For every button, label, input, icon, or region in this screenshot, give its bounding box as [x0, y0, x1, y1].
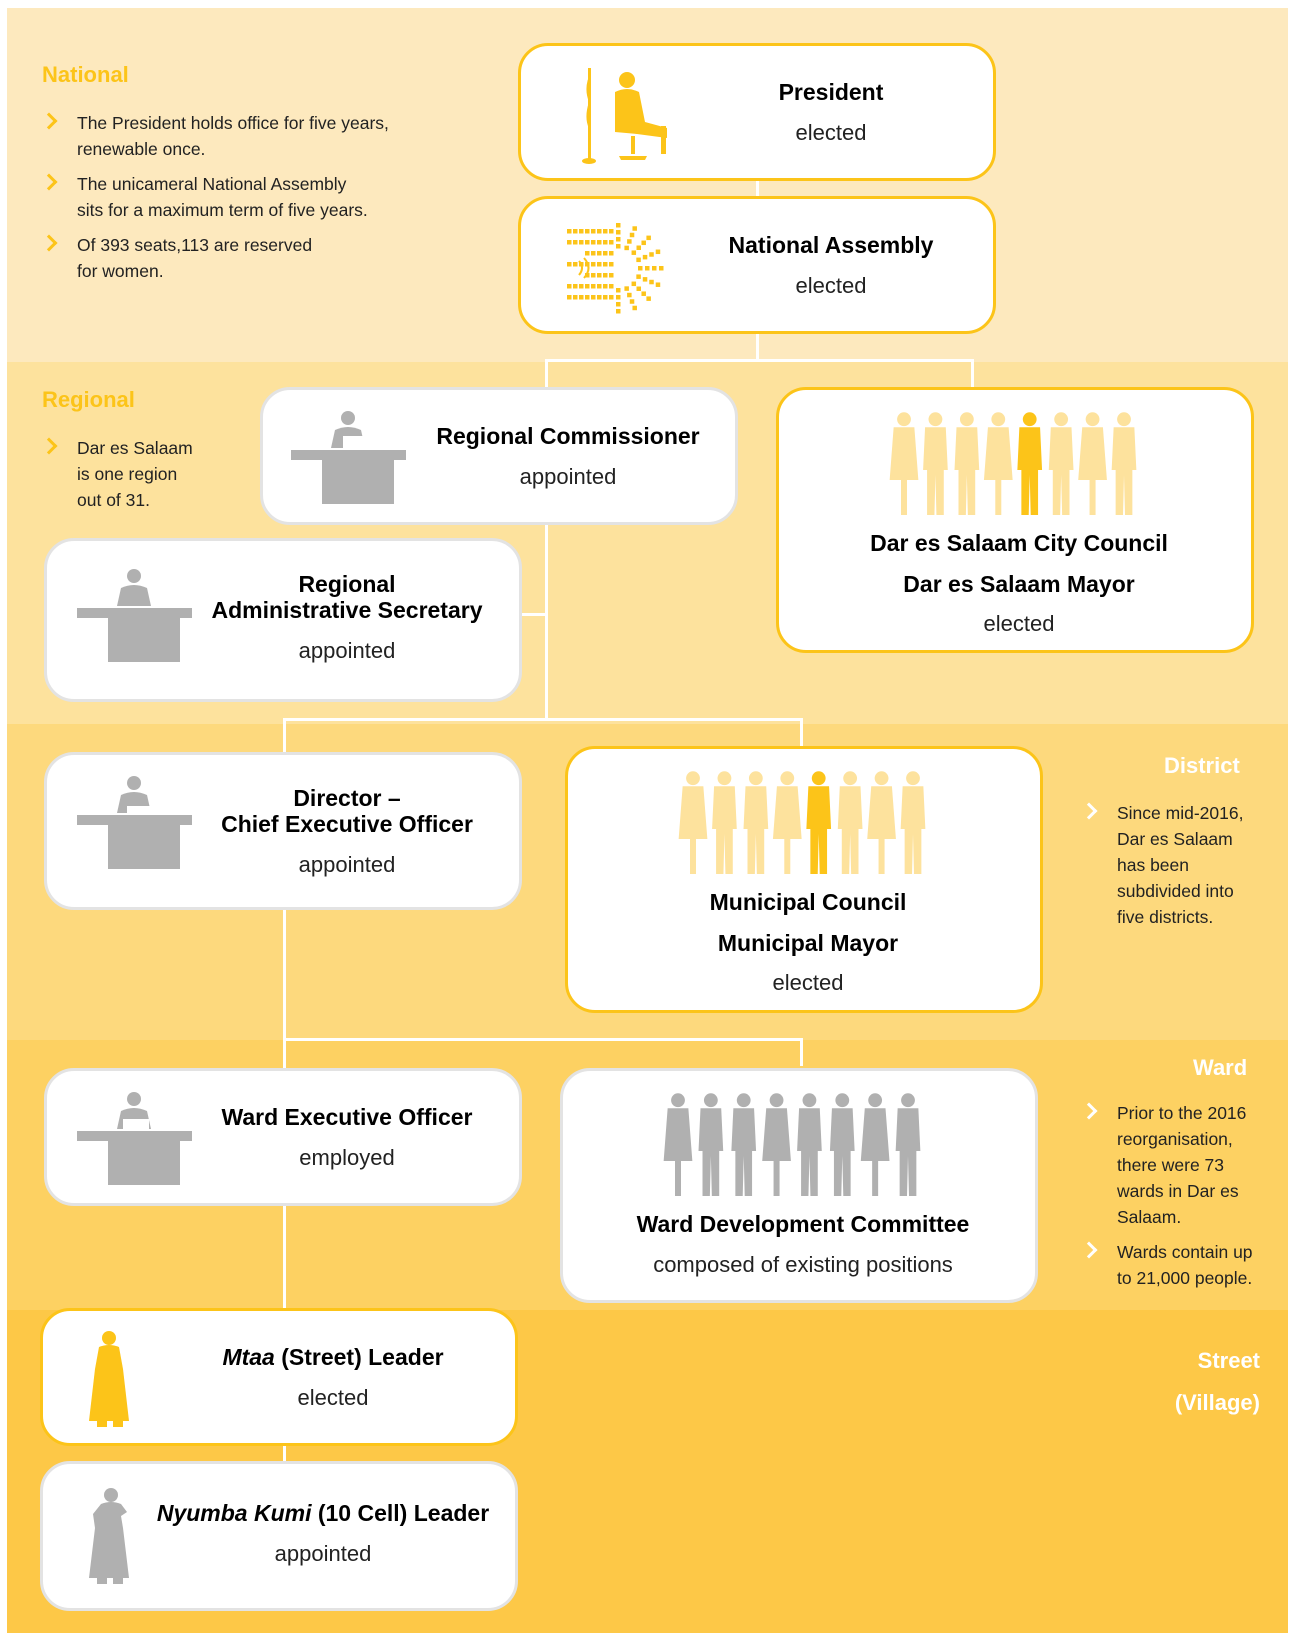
regional-notes: Dar es Salaam is one region out of 31.	[40, 435, 242, 522]
district-note: Since mid-2016, Dar es Salaam has been s…	[1080, 800, 1292, 930]
connector-line	[283, 1441, 286, 1461]
chevron-right-icon	[40, 112, 58, 130]
chevron-right-icon	[1080, 1241, 1098, 1259]
street-leader-icon	[89, 1331, 129, 1427]
position-title: Dar es Salaam City Council	[870, 530, 1168, 556]
connector-line	[283, 908, 286, 1072]
official-at-desk-icon	[291, 411, 406, 504]
position-status: appointed	[519, 464, 617, 489]
position-status: elected	[772, 970, 844, 995]
regional-commissioner-card: Regional Commissioner appointed	[260, 387, 738, 525]
position-title: Municipal Council	[709, 889, 907, 915]
district-level-title: District	[1164, 753, 1240, 778]
connector-line	[545, 359, 974, 362]
position-status: employed	[299, 1145, 395, 1170]
national-level-title: National	[42, 62, 129, 87]
position-title: Nyumba Kumi (10 Cell) Leader	[156, 1500, 490, 1526]
position-status: appointed	[298, 638, 396, 663]
connector-line	[800, 1038, 803, 1066]
chevron-right-icon	[40, 234, 58, 252]
ward-development-committee-card: Ward Development Committee composed of e…	[560, 1068, 1038, 1303]
city-council-card: Dar es Salaam City Council Dar es Salaam…	[776, 387, 1254, 653]
cell-leader-icon	[89, 1488, 129, 1584]
connector-line	[518, 613, 548, 616]
position-status: elected	[297, 1385, 369, 1410]
position-status: composed of existing positions	[653, 1252, 953, 1277]
national-note: The unicameral National Assembly sits fo…	[40, 171, 422, 223]
ward-notes: Prior to the 2016 reorganisation, there …	[1080, 1100, 1292, 1300]
ward-level-title: Ward	[1193, 1055, 1248, 1080]
position-title: Ward Executive Officer	[221, 1104, 473, 1130]
connector-line	[545, 522, 548, 720]
official-at-desk-icon	[77, 1092, 192, 1185]
position-title: Director –Chief Executive Officer	[221, 785, 473, 837]
connector-line	[545, 359, 548, 389]
president-card: President elected	[518, 43, 996, 181]
ward-executive-officer-card: Ward Executive Officer employed	[44, 1068, 522, 1206]
connector-line	[283, 718, 803, 721]
ward-note: Prior to the 2016 reorganisation, there …	[1080, 1100, 1292, 1230]
regional-level-title: Regional	[42, 387, 135, 412]
connector-line	[756, 332, 759, 360]
connector-line	[800, 718, 803, 748]
position-title: Mtaa (Street) Leader	[222, 1344, 444, 1370]
municipal-council-card: Municipal Council Municipal Mayor electe…	[565, 746, 1043, 1013]
director-card: Director –Chief Executive Officer appoin…	[44, 752, 522, 910]
position-title-secondary: Dar es Salaam Mayor	[903, 571, 1135, 597]
street-level-title: Street (Village)	[1174, 1348, 1260, 1415]
council-group-icon	[678, 771, 926, 874]
connector-line	[971, 359, 974, 389]
position-title-secondary: Municipal Mayor	[717, 930, 899, 956]
official-at-desk-icon	[77, 776, 192, 869]
position-status: elected	[983, 611, 1055, 636]
position-title: President	[778, 79, 884, 105]
district-notes: Since mid-2016, Dar es Salaam has been s…	[1080, 800, 1292, 939]
chevron-right-icon	[40, 437, 58, 455]
position-title: Ward Development Committee	[636, 1211, 970, 1237]
national-note: The President holds office for five year…	[40, 110, 422, 162]
position-title: National Assembly	[728, 232, 934, 258]
position-title: Regional Commissioner	[436, 423, 700, 449]
position-status: elected	[795, 273, 867, 298]
assembly-seating-icon	[567, 223, 664, 314]
council-group-icon	[889, 412, 1137, 515]
position-status: appointed	[298, 852, 396, 877]
connector-line	[756, 180, 759, 198]
position-status: elected	[795, 120, 867, 145]
chevron-right-icon	[1080, 802, 1098, 820]
president-seated-icon	[582, 68, 667, 164]
regional-note: Dar es Salaam is one region out of 31.	[40, 435, 242, 513]
ward-note: Wards contain up to 21,000 people.	[1080, 1239, 1292, 1291]
national-notes: The President holds office for five year…	[40, 110, 422, 293]
nyumba-kumi-cell-leader-card: Nyumba Kumi (10 Cell) Leader appointed	[40, 1461, 518, 1611]
mtaa-street-leader-card: Mtaa (Street) Leader elected	[40, 1308, 518, 1446]
position-status: appointed	[274, 1541, 372, 1566]
chevron-right-icon	[1080, 1102, 1098, 1120]
chevron-right-icon	[40, 173, 58, 191]
connector-line	[283, 1205, 286, 1310]
national-note: Of 393 seats,113 are reserved for women.	[40, 232, 422, 284]
official-at-desk-icon	[77, 569, 192, 662]
national-assembly-card: National Assembly elected	[518, 196, 996, 334]
committee-group-icon	[663, 1093, 921, 1196]
connector-line	[283, 718, 286, 756]
connector-line	[283, 1038, 803, 1041]
